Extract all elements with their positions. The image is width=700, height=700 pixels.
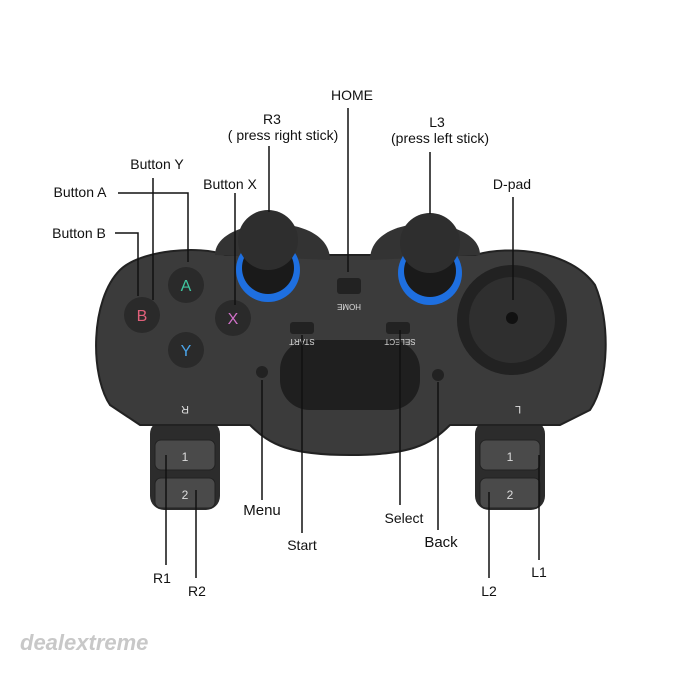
home-marking: HOME xyxy=(337,302,361,311)
label-dpad: D-pad xyxy=(492,176,532,192)
face-y: Y xyxy=(181,343,192,360)
label-menu: Menu xyxy=(243,502,281,519)
label-select: Select xyxy=(384,510,424,526)
left-grip-buttons: 1 2 xyxy=(475,420,545,510)
l1-marking: 1 xyxy=(507,450,514,464)
label-r3: R3 xyxy=(263,111,281,127)
label-start: Start xyxy=(287,537,317,553)
face-b: B xyxy=(137,308,148,325)
left-stick-l3 xyxy=(398,213,462,305)
back-button xyxy=(432,369,444,381)
label-l3: L3 xyxy=(429,114,445,130)
r-marking: R xyxy=(181,403,189,415)
l-marking: L xyxy=(515,403,521,415)
start-button xyxy=(290,322,314,334)
face-x: X xyxy=(228,311,239,328)
label-r2: R2 xyxy=(188,583,206,599)
label-r1: R1 xyxy=(153,570,171,586)
home-button xyxy=(337,278,361,294)
r2-marking: 2 xyxy=(182,488,189,502)
label-l1: L1 xyxy=(531,564,547,580)
right-grip-buttons: 1 2 xyxy=(150,420,220,510)
label-button-y: Button Y xyxy=(130,156,184,172)
label-button-a: Button A xyxy=(53,184,107,200)
l2-marking: 2 xyxy=(507,488,514,502)
label-l2: L2 xyxy=(481,583,497,599)
label-r3-desc: ( press right stick) xyxy=(227,127,339,143)
dpad xyxy=(457,265,567,375)
face-a: A xyxy=(181,278,192,295)
label-home: HOME xyxy=(331,87,373,103)
leader-lines xyxy=(115,108,540,578)
menu-button xyxy=(256,366,268,378)
label-l3-desc: (press left stick) xyxy=(390,130,490,146)
label-button-b: Button B xyxy=(52,225,106,241)
select-button xyxy=(386,322,410,334)
touchpad xyxy=(280,340,420,410)
watermark: dealextreme xyxy=(20,630,149,655)
face-buttons: B A X Y xyxy=(124,267,251,368)
label-button-x: Button X xyxy=(203,176,257,192)
r1-marking: 1 xyxy=(182,450,189,464)
right-stick-r3 xyxy=(236,210,300,302)
label-back: Back xyxy=(424,534,458,551)
